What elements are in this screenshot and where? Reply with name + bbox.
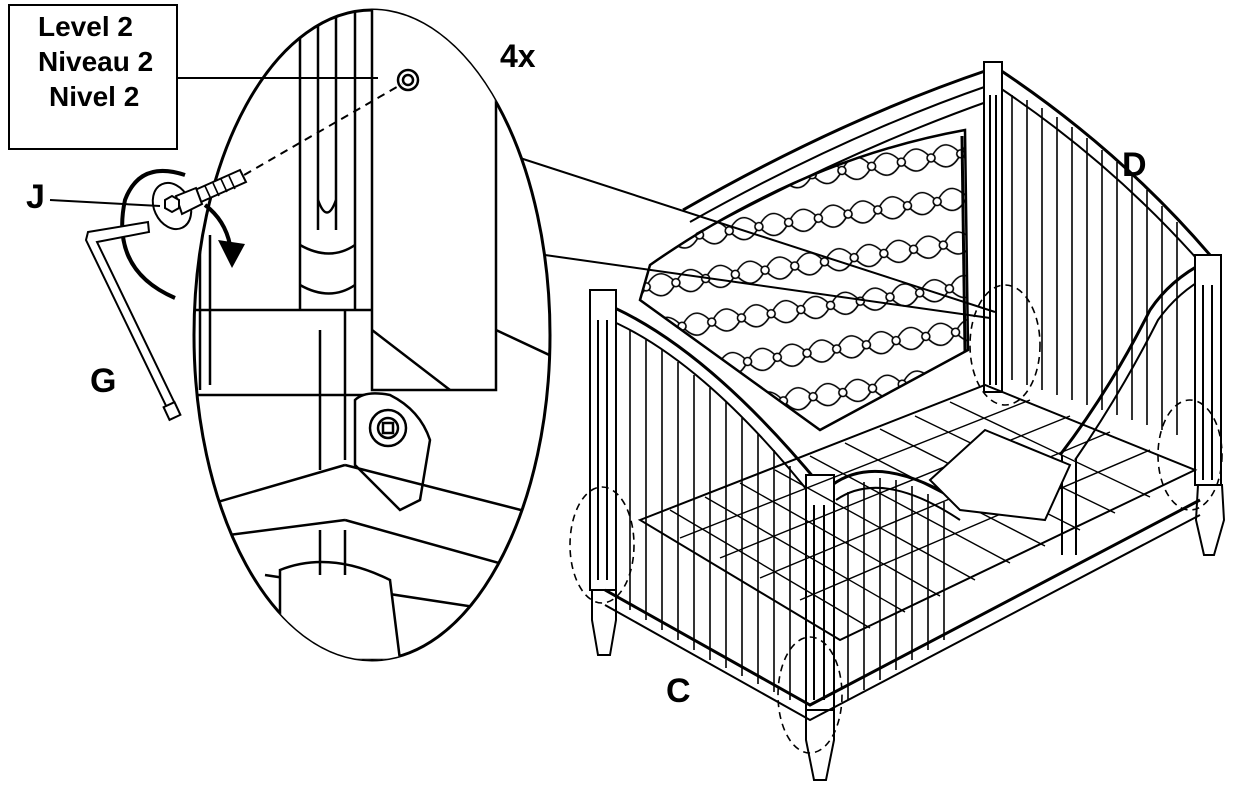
crib-drawing [569, 61, 1226, 781]
part-label-g: G [90, 362, 117, 400]
rotation-arrow-icon [120, 168, 245, 300]
part-label-d: D [1122, 146, 1147, 184]
level-line-en: Level 2 [38, 11, 133, 42]
part-label-c: C [666, 672, 691, 710]
insertion-path [231, 83, 403, 183]
quantity-label: 4x [500, 38, 536, 74]
zoom-detail [192, 8, 552, 662]
level-line-fr: Niveau 2 [38, 46, 154, 77]
hex-key-icon [84, 220, 182, 422]
level-box [8, 4, 178, 150]
bolt-leader-line [49, 199, 161, 207]
level-line-es: Nivel 2 [49, 81, 140, 112]
part-label-j: J [26, 178, 45, 216]
zoom-callout-lines [519, 157, 996, 319]
bolt-icon [151, 168, 248, 231]
